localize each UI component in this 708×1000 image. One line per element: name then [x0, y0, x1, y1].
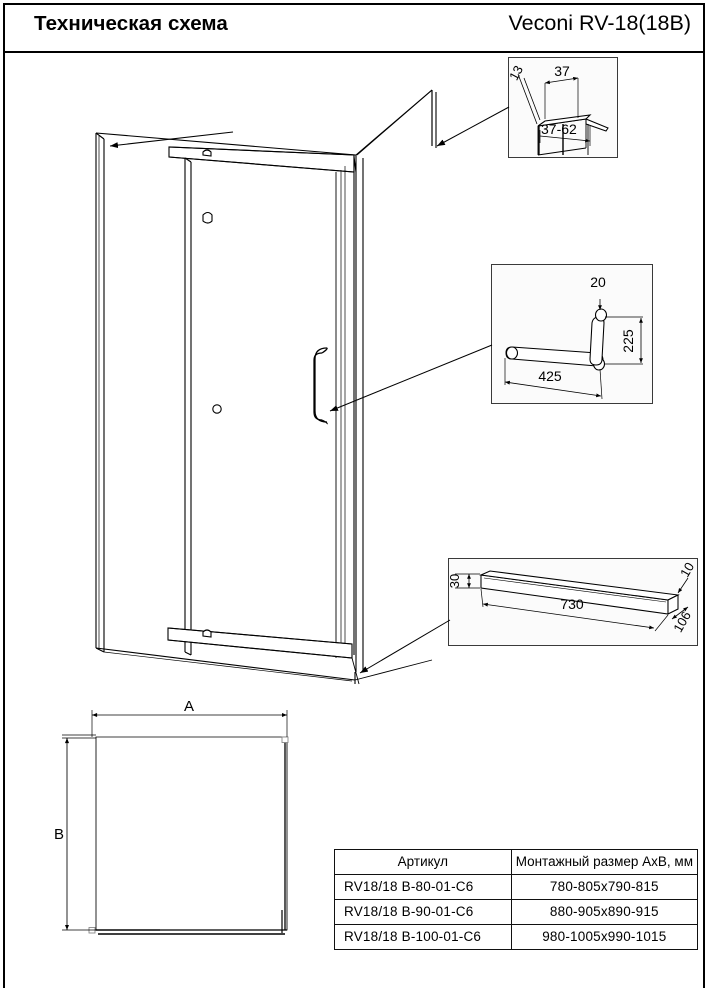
plan-view-labels: A B: [54, 698, 194, 843]
model-label: Veconi RV-18(18B): [508, 11, 691, 35]
leader-shelf: [359, 619, 451, 674]
base-tray: [95, 647, 433, 685]
frame-border-left: [3, 3, 5, 988]
cell-mount: 780-805x790-815: [510, 874, 699, 900]
table-header-row: Артикул Монтажный размер АхВ, мм: [334, 849, 699, 875]
callout-box-profile: [508, 57, 618, 158]
spec-table: Артикул Монтажный размер АхВ, мм RV18/18…: [334, 849, 699, 950]
cell-mount: 880-905x890-915: [510, 899, 699, 925]
table-row: RV18/18 B-90-01-C6 880-905x890-915: [334, 899, 699, 925]
callout-box-shelf: [448, 558, 698, 646]
plan-dim-a-label: A: [184, 698, 194, 715]
column-header-article: Артикул: [334, 849, 512, 875]
enclosure-isometric: [95, 89, 437, 685]
leader-side-panel: [109, 131, 234, 149]
leader-handle: [329, 344, 493, 412]
plan-dim-b-label: B: [54, 826, 64, 843]
leader-rail-edge: [356, 89, 433, 156]
plan-view-geometry: [62, 710, 289, 935]
hinge-knob: [212, 404, 222, 414]
right-panel: [431, 90, 437, 148]
column-header-mount: Монтажный размер АхВ, мм: [510, 849, 699, 875]
table-row: RV18/18 B-80-01-C6 780-805x790-815: [334, 874, 699, 900]
frame-border-top: [3, 3, 705, 5]
cell-article: RV18/18 B-100-01-C6: [334, 924, 512, 950]
table-row: RV18/18 B-100-01-C6 980-1005x990-1015: [334, 924, 699, 950]
top-rail: [95, 89, 433, 173]
rear-panel-top: [344, 155, 364, 672]
cell-article: RV18/18 B-90-01-C6: [334, 899, 512, 925]
side-panel-left: [95, 132, 105, 653]
door-panel: [184, 157, 342, 658]
leader-profile: [436, 106, 510, 147]
door-handle: [313, 347, 328, 425]
sheet-header: Техническая схема Veconi RV-18(18B): [4, 4, 704, 51]
frame-border-right: [703, 3, 705, 988]
bottom-rail: [167, 627, 353, 659]
page-title: Техническая схема: [34, 12, 228, 35]
callout-box-handle: [491, 264, 653, 404]
cell-article: RV18/18 B-80-01-C6: [334, 874, 512, 900]
upper-knob: [202, 211, 213, 224]
frame-header-divider: [3, 51, 705, 53]
cell-mount: 980-1005x990-1015: [510, 924, 699, 950]
